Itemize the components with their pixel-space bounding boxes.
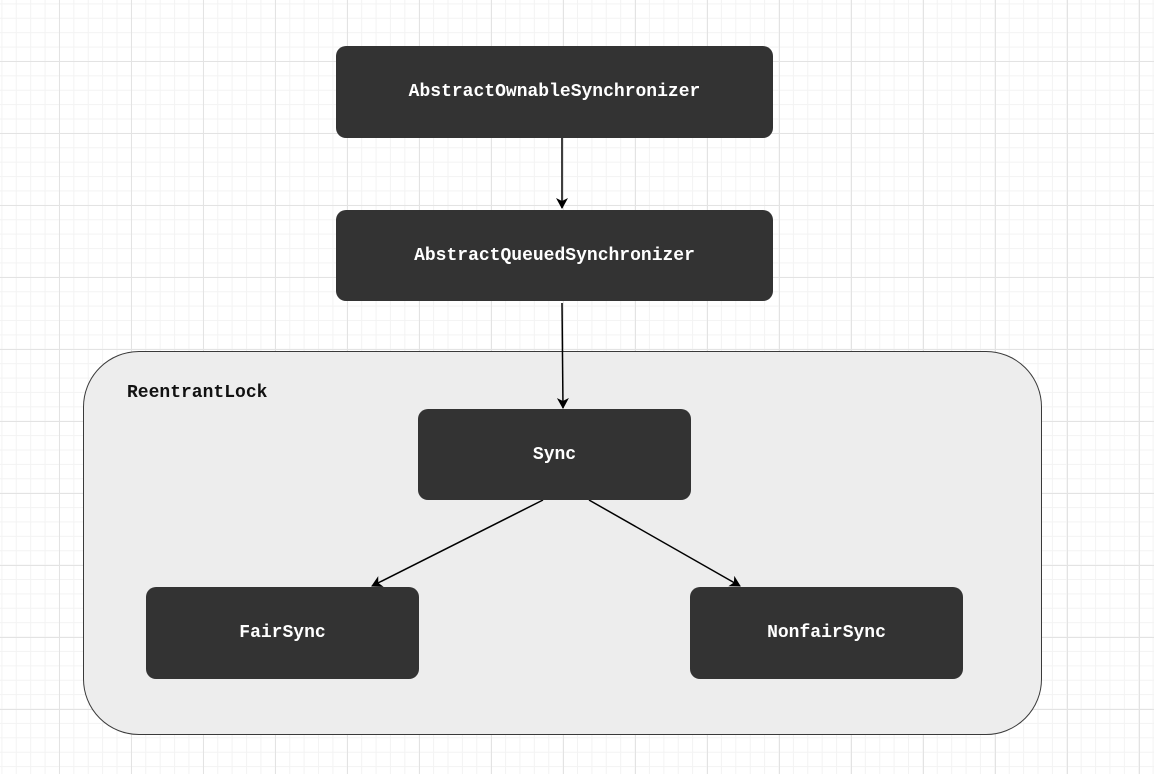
node-fairsync-label: FairSync: [239, 623, 326, 643]
reentrantlock-container-label: ReentrantLock: [127, 383, 268, 403]
node-abstractownablesynchronizer-label: AbstractOwnableSynchronizer: [408, 82, 701, 102]
node-fairsync[interactable]: FairSync: [146, 587, 419, 679]
node-sync[interactable]: Sync: [418, 409, 691, 500]
node-abstractqueuedsynchronizer-label: AbstractQueuedSynchronizer: [414, 245, 695, 266]
node-nonfairsync[interactable]: NonfairSync: [690, 587, 963, 679]
node-sync-label: Sync: [532, 444, 577, 465]
node-abstractqueuedsynchronizer[interactable]: AbstractQueuedSynchronizer: [336, 210, 773, 301]
node-nonfairsync-label: NonfairSync: [767, 623, 886, 643]
node-abstractownablesynchronizer[interactable]: AbstractOwnableSynchronizer: [336, 46, 773, 138]
